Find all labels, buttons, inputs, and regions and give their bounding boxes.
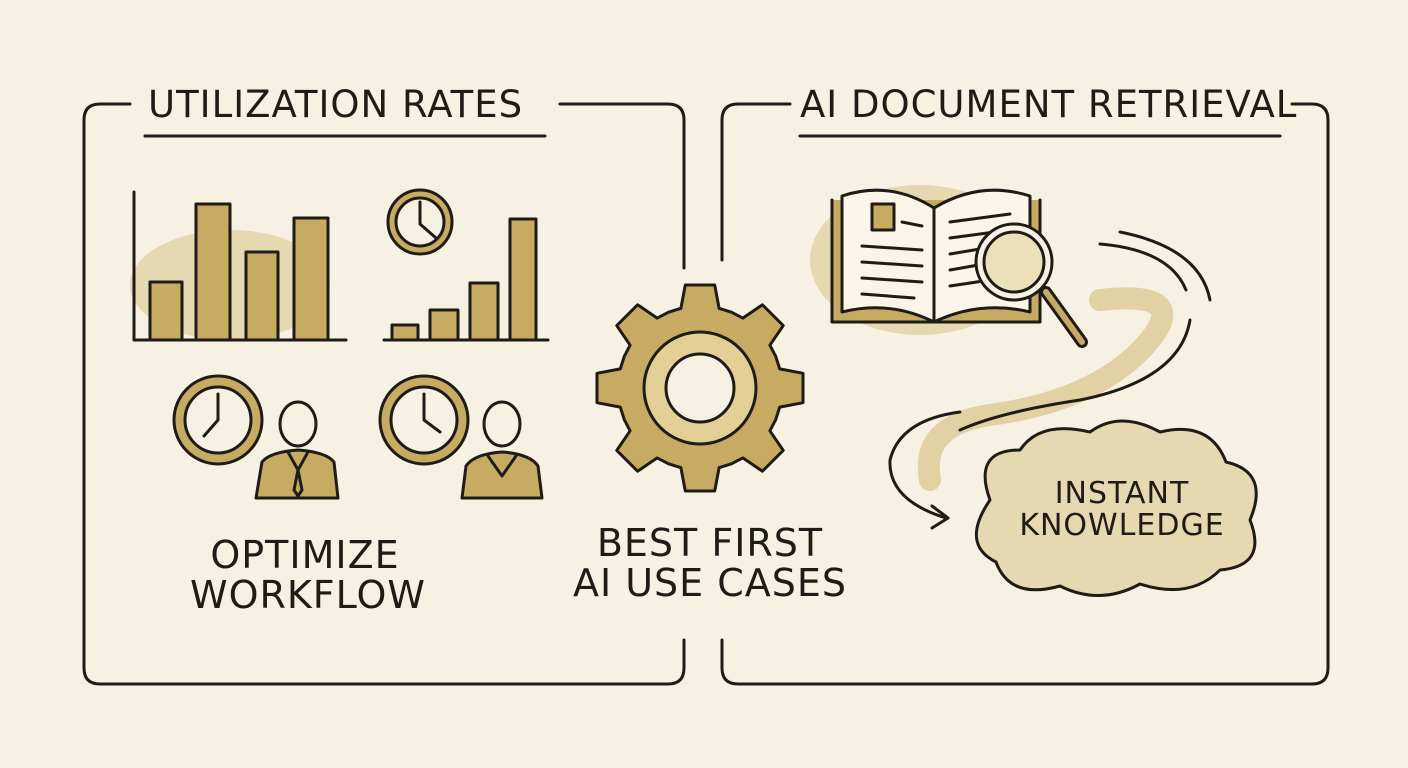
bar-chart-icon — [130, 190, 348, 342]
clock-icon — [172, 374, 264, 466]
left-caption-line2: WORKFLOW — [190, 572, 426, 617]
person-icon — [254, 400, 340, 500]
gear-icon — [595, 283, 805, 493]
flow-arrow-icon — [888, 230, 1212, 530]
cloud-caption: INSTANT KNOWLEDGE — [1010, 478, 1234, 541]
magnifier-icon — [974, 222, 1088, 348]
left-panel-frame — [82, 102, 686, 686]
left-panel-title: UTILIZATION RATES — [148, 83, 524, 126]
center-caption: BEST FIRST AI USE CASES — [560, 521, 860, 605]
right-panel-frame — [720, 102, 1330, 686]
clock-icon — [386, 188, 454, 256]
center-caption-line1: BEST FIRST — [596, 521, 824, 565]
cloud-icon — [975, 419, 1258, 597]
cloud-caption-line1: INSTANT — [1054, 476, 1190, 511]
clock-icon — [378, 374, 470, 466]
bar-chart-icon — [382, 217, 550, 342]
person-icon — [460, 400, 544, 500]
left-caption-line1: OPTIMIZE — [210, 533, 400, 577]
cloud-caption-line2: KNOWLEDGE — [1019, 507, 1225, 543]
left-caption: OPTIMIZE WORKFLOW — [190, 533, 426, 617]
right-panel-title: AI DOCUMENT RETRIEVAL — [800, 83, 1298, 126]
center-caption-line2: AI USE CASES — [572, 560, 848, 605]
